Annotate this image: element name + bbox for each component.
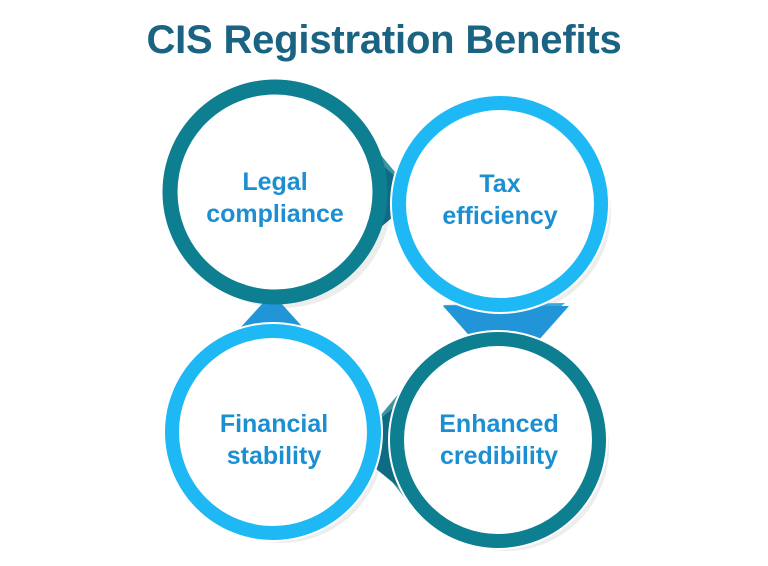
- node-tax-efficiency-ring: [392, 96, 608, 312]
- node-enhanced-credibility-ring: [390, 332, 606, 548]
- node-legal-compliance-ring: [162, 79, 388, 305]
- page-title: CIS Registration Benefits: [146, 18, 622, 62]
- node-legal-compliance[interactable]: [162, 79, 388, 305]
- node-enhanced-credibility[interactable]: [388, 330, 608, 550]
- node-financial-stability-ring: [165, 324, 381, 540]
- node-tax-efficiency[interactable]: [390, 94, 610, 314]
- node-enhanced-credibility-fill: [388, 330, 608, 550]
- node-financial-stability[interactable]: [163, 322, 383, 542]
- circle-nodes: [162, 79, 610, 550]
- node-legal-compliance-fill: [163, 80, 387, 304]
- node-financial-stability-fill: [163, 322, 383, 542]
- node-tax-efficiency-fill: [390, 94, 610, 314]
